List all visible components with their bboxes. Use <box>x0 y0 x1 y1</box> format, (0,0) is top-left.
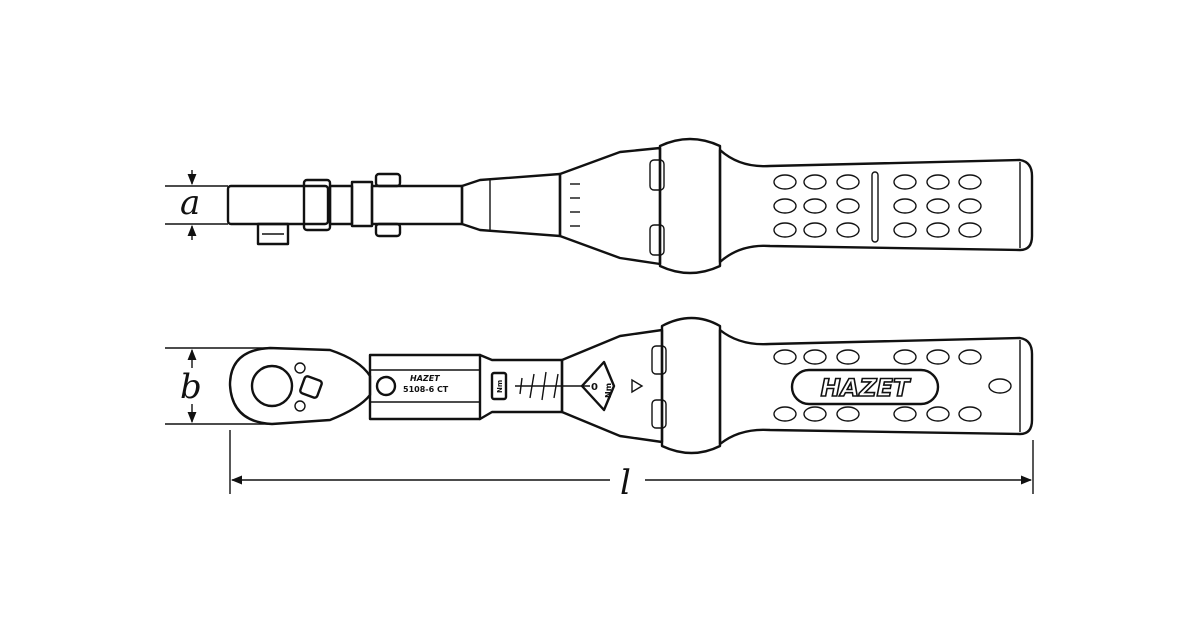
dimension-a: a <box>165 170 228 240</box>
dimension-l: l <box>229 430 1034 503</box>
top-view: 5108-6 CT HAZET Nm 0 Nm HAZET <box>228 316 1034 455</box>
ratchet-head <box>226 184 330 226</box>
grip-pattern-top <box>773 349 1012 422</box>
handle <box>718 148 1034 264</box>
scale-ticks <box>515 371 590 401</box>
brand-logo: HAZET <box>821 374 911 402</box>
dimension-b-label: b <box>180 367 202 407</box>
grip-pattern <box>773 171 982 243</box>
adjustment-collar <box>658 137 722 275</box>
ratchet-head-top <box>228 346 372 426</box>
brand-marking-small: HAZET <box>410 374 440 383</box>
dimension-a-label: a <box>180 183 200 223</box>
brand-marking-head: 5108-6 CT <box>403 385 449 394</box>
dimension-l-label: l <box>620 463 631 503</box>
side-view <box>226 137 1034 275</box>
unit-label: Nm <box>496 380 504 393</box>
brand-badge <box>790 368 940 406</box>
scale-unit: Nm <box>604 383 613 398</box>
scale-zero: 0 <box>591 382 598 393</box>
square-drive <box>256 222 290 246</box>
dimension-b: b <box>165 347 268 425</box>
